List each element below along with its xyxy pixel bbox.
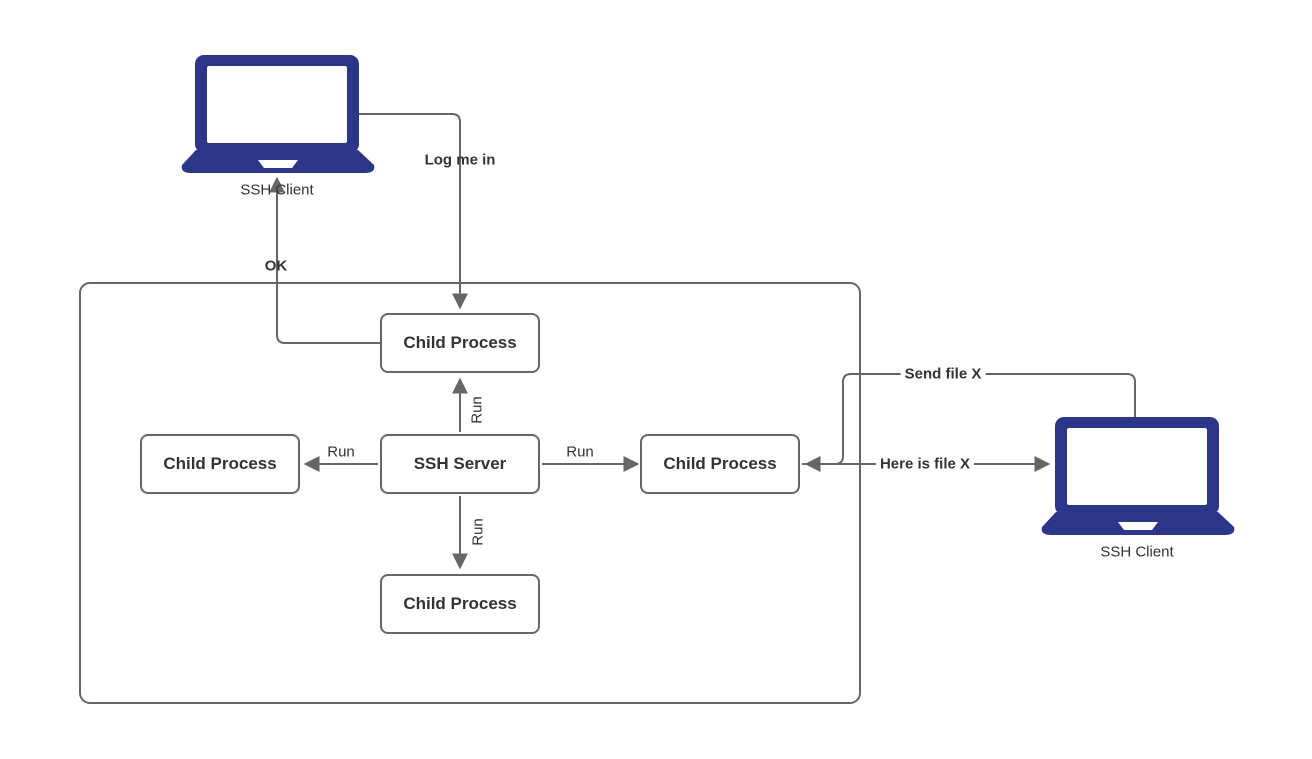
edge-ok: [269, 176, 380, 344]
edge-label-run-right: Run: [566, 443, 594, 461]
edge-label-ok: OK: [264, 257, 288, 275]
server-host-container[interactable]: [79, 282, 861, 704]
ssh-client-left-label: SSH Client: [240, 181, 314, 199]
edge-label-run-left: Run: [327, 443, 355, 461]
ssh-client-right-laptop-icon[interactable]: [1041, 417, 1235, 535]
node-child-process-left[interactable]: Child Process: [140, 434, 300, 494]
ssh-client-right-label: SSH Client: [1100, 543, 1174, 561]
node-ssh-server[interactable]: SSH Server: [380, 434, 540, 494]
edge-label-send-file-x: Send file X: [900, 365, 986, 383]
edge-log-me-in: [359, 113, 468, 310]
node-child-process-top[interactable]: Child Process: [380, 313, 540, 373]
edge-label-run-up: Run: [468, 396, 486, 424]
edge-label-run-down: Run: [469, 518, 487, 546]
edge-send-file-x: [804, 373, 1136, 472]
edge-label-log-me-in: Log me in: [424, 151, 496, 169]
edge-label-here-is-file-x: Here is file X: [875, 455, 975, 473]
node-child-process-bottom[interactable]: Child Process: [380, 574, 540, 634]
ssh-client-left-laptop-icon[interactable]: [181, 55, 375, 173]
node-child-process-right[interactable]: Child Process: [640, 434, 800, 494]
